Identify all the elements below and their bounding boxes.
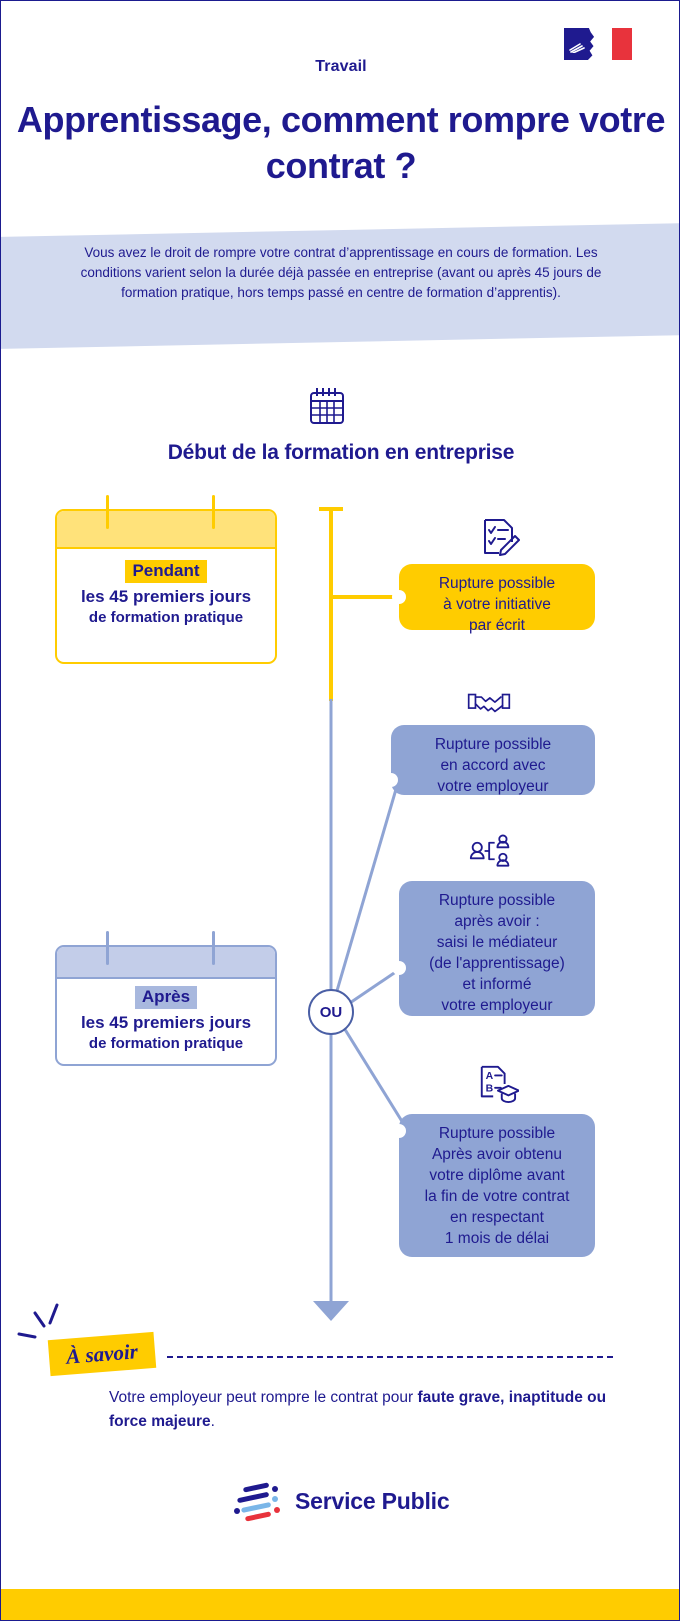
period-line-1: les 45 premiers jours xyxy=(80,587,252,606)
period-tag: Pendant xyxy=(125,560,207,583)
card-header-band xyxy=(57,947,275,979)
service-public-logo: Service Public xyxy=(231,1478,451,1524)
outcome-box-mediator: Rupture possible après avoir : saisi le … xyxy=(392,881,595,1016)
outcome-line: à votre initiative xyxy=(443,596,551,613)
outcome-line: saisi le médiateur xyxy=(436,934,558,951)
note-text-bold: faute grave, inaptitude ou force majeure xyxy=(109,1389,607,1430)
page-title: Apprentissage, comment rompre votre cont… xyxy=(16,99,666,186)
outcome-line: Rupture possible xyxy=(438,1125,556,1142)
connector-to-outcome-4 xyxy=(339,1022,405,1124)
svg-text:A: A xyxy=(486,1071,494,1082)
intro-text: Vous avez le droit de rompre votre contr… xyxy=(80,245,602,300)
outcome-line: (de l'apprentissage) xyxy=(429,955,565,972)
outcome-line: Rupture possible xyxy=(438,892,556,909)
outcome-line: en respectant xyxy=(450,1209,544,1226)
outcome-box-mutual-agreement: Rupture possible en accord avec votre em… xyxy=(384,725,595,795)
outcome-line: votre employeur xyxy=(437,778,549,795)
page-kicker: Travail xyxy=(315,58,367,75)
period-card-pendant: Pendant les 45 premiers jours de formati… xyxy=(55,495,277,664)
period-card-apres: Après les 45 premiers jours de formation… xyxy=(55,931,277,1066)
connector-to-outcome-2 xyxy=(332,778,401,1002)
branch-node-ou: OU xyxy=(308,989,354,1035)
calendar-ring-left xyxy=(106,495,109,529)
outcome-box-diploma-obtained: Rupture possible Après avoir obtenu votr… xyxy=(392,1114,595,1257)
intro-band xyxy=(1,223,679,349)
marianne-swoosh-icon xyxy=(569,43,585,53)
outcome-line: Rupture possible xyxy=(438,575,556,592)
outcome-line: 1 mois de délai xyxy=(444,1230,550,1247)
outcome-line: après avoir : xyxy=(454,913,540,930)
period-line-2: de formation pratique xyxy=(88,1035,244,1052)
note-text-before: Votre employeur peut rompre le contrat p… xyxy=(109,1389,418,1406)
flow-start-heading: Début de la formation en entreprise xyxy=(167,441,515,464)
bottom-accent-bar xyxy=(1,1589,679,1620)
calendar-ring-right xyxy=(212,931,215,965)
period-line-2: de formation pratique xyxy=(88,609,244,626)
calendar-icon xyxy=(310,388,344,424)
outcome-line: votre employeur xyxy=(441,997,553,1014)
connector-dot xyxy=(384,773,398,787)
calendar-rings xyxy=(57,495,275,529)
outcome-line: par écrit xyxy=(469,617,525,634)
handshake-icon xyxy=(467,693,511,713)
svg-text:B: B xyxy=(486,1084,494,1095)
french-republic-marianne-logo xyxy=(564,27,632,60)
calendar-ring-right xyxy=(212,495,215,529)
connector-dot xyxy=(392,1124,406,1138)
period-tag: Après xyxy=(134,986,198,1009)
outcome-line: Rupture possible xyxy=(434,736,552,753)
service-public-wordmark: Service Public xyxy=(295,1487,450,1514)
card-body: Après les 45 premiers jours de formation… xyxy=(57,979,275,1066)
outcome-line: Après avoir obtenu xyxy=(431,1146,563,1163)
document-checklist-pen-icon xyxy=(484,519,520,556)
calendar-rings xyxy=(57,931,275,965)
outcome-line: la fin de votre contrat xyxy=(424,1188,570,1205)
connector-dot xyxy=(392,590,406,604)
calendar-ring-left xyxy=(106,931,109,965)
outcome-line: en accord avec xyxy=(440,757,546,774)
card-header-band xyxy=(57,511,275,549)
a-savoir-text: Votre employeur peut rompre le contrat p… xyxy=(109,1386,617,1434)
outcome-line: et informé xyxy=(462,976,532,993)
sparkle-icon xyxy=(17,1303,59,1339)
marianne-profile-icon xyxy=(587,27,612,60)
outcome-box-written-initiative: Rupture possible à votre initiative par … xyxy=(392,564,595,634)
connector-dot xyxy=(392,961,406,975)
diploma-graduation-icon: A B xyxy=(480,1065,519,1104)
a-savoir-divider xyxy=(167,1356,613,1358)
outcome-line: votre diplôme avant xyxy=(429,1167,565,1184)
mediator-people-icon xyxy=(469,834,510,867)
note-text-after: . xyxy=(210,1413,215,1430)
timeline-arrow-head xyxy=(313,1301,349,1321)
a-savoir-badge: À savoir xyxy=(47,1331,157,1377)
service-public-logo-mark xyxy=(234,1482,280,1522)
period-line-1: les 45 premiers jours xyxy=(80,1013,252,1032)
card-body: Pendant les 45 premiers jours de formati… xyxy=(57,549,275,642)
